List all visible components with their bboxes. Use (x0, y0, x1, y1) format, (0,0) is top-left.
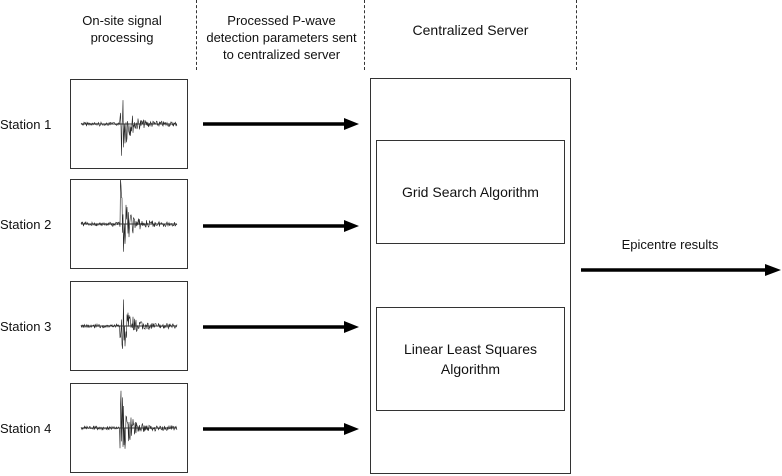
station-waveform-box-2 (70, 179, 188, 269)
seismogram-waveform-1 (80, 100, 178, 156)
station-label-2: Station 2 (0, 217, 52, 232)
centralized-server-box (370, 78, 571, 474)
station-label-4: Station 4 (0, 421, 52, 436)
station-waveform-box-3 (70, 281, 188, 371)
arrow-station-3-to-server (203, 321, 359, 333)
seismogram-waveform-3 (80, 299, 178, 349)
arrow-station-2-to-server (203, 220, 359, 232)
grid-search-algorithm-box: Grid Search Algorithm (376, 140, 565, 244)
arrow-station-1-to-server (203, 118, 359, 130)
seismogram-waveform-4 (80, 390, 178, 449)
station-waveform-box-1 (70, 79, 188, 169)
header-processed-parameters: Processed P-wave detection parameters se… (206, 13, 357, 62)
arrow-station-4-to-server (203, 423, 359, 435)
header-onsite-signal-processing: On-site signal processing (82, 13, 162, 45)
header-centralized-server: Centralized Server (412, 22, 529, 38)
column-divider-2 (364, 0, 365, 70)
epicentre-results-label: Epicentre results (621, 237, 719, 252)
arrow-epicentre-results (581, 264, 781, 276)
linear-least-squares-algorithm-box: Linear Least Squares Algorithm (376, 307, 565, 411)
station-label-3: Station 3 (0, 319, 52, 334)
column-divider-1 (196, 0, 197, 70)
station-waveform-box-4 (70, 383, 188, 473)
column-divider-3 (576, 0, 577, 70)
seismogram-waveform-2 (80, 180, 178, 252)
station-label-1: Station 1 (0, 117, 52, 132)
